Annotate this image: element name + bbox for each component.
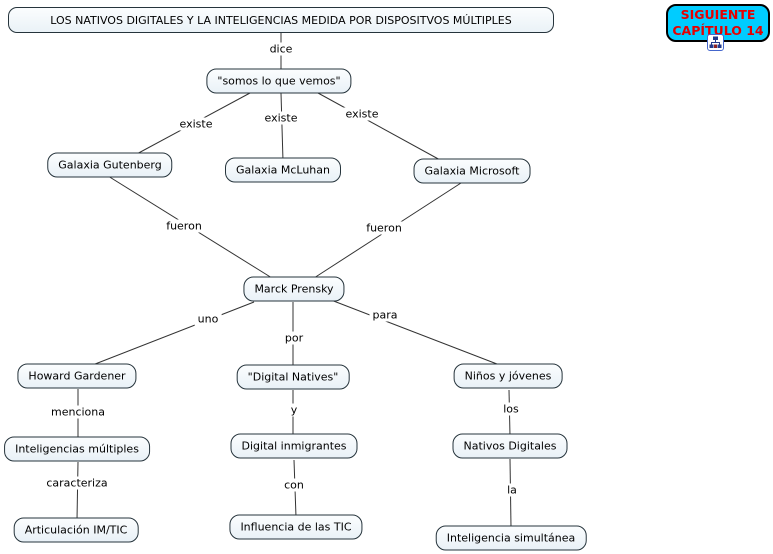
next-chapter-button-line2: CAPÍTULO 14 (672, 23, 764, 38)
link-label-uno[interactable]: uno (194, 312, 222, 326)
node-somos-lo-que-vemos[interactable]: "somos lo que vemos" (206, 68, 352, 94)
node-digital-natives[interactable]: "Digital Natives" (236, 364, 350, 390)
node-nativos-digitales[interactable]: Nativos Digitales (452, 433, 568, 459)
connector-line (317, 92, 443, 162)
map-title[interactable]: LOS NATIVOS DIGITALES Y LA INTELIGENCIAS… (8, 7, 554, 33)
link-label-caracteriza[interactable]: caracteriza (43, 476, 111, 490)
link-label-con[interactable]: con (281, 478, 307, 492)
link-label-menciona[interactable]: menciona (47, 405, 109, 419)
node-ninos-y-jovenes[interactable]: Niños y jóvenes (453, 363, 563, 389)
node-digital-inmigrantes[interactable]: Digital inmigrantes (230, 433, 358, 459)
node-marck-prensky[interactable]: Marck Prensky (243, 276, 345, 302)
link-label-por[interactable]: por (281, 331, 307, 345)
link-label-existe-mid[interactable]: existe (261, 111, 301, 125)
link-label-fueron-left[interactable]: fueron (163, 219, 205, 233)
link-label-la[interactable]: la (504, 483, 520, 497)
node-inteligencias-multiples[interactable]: Inteligencias múltiples (4, 436, 150, 462)
link-label-los[interactable]: los (500, 402, 522, 416)
node-articulacion-im-tic[interactable]: Articulación IM/TIC (13, 517, 139, 543)
node-influencia-de-las-tic[interactable]: Influencia de las TIC (229, 514, 363, 540)
node-inteligencia-simultanea[interactable]: Inteligencia simultánea (435, 525, 587, 551)
connector-line (89, 301, 255, 367)
node-howard-gardener[interactable]: Howard Gardener (17, 363, 137, 389)
link-label-y[interactable]: y (287, 403, 301, 417)
link-label-para[interactable]: para (369, 308, 401, 322)
node-galaxia-microsoft[interactable]: Galaxia Microsoft (413, 158, 531, 184)
connector-line (330, 299, 498, 365)
sitemap-icon[interactable] (707, 34, 724, 51)
link-label-dice[interactable]: dice (266, 42, 296, 56)
next-chapter-button-line1: SIGUIENTE (680, 7, 756, 23)
connector-line (280, 92, 284, 162)
link-label-existe-right[interactable]: existe (342, 107, 382, 121)
link-label-fueron-right[interactable]: fueron (363, 221, 405, 235)
connector-line (76, 461, 79, 521)
sitemap-icon-glyph (709, 36, 722, 48)
link-label-existe-left[interactable]: existe (176, 117, 216, 131)
node-galaxia-mcluhan[interactable]: Galaxia McLuhan (225, 157, 341, 183)
node-galaxia-gutenberg[interactable]: Galaxia Gutenberg (47, 152, 173, 178)
